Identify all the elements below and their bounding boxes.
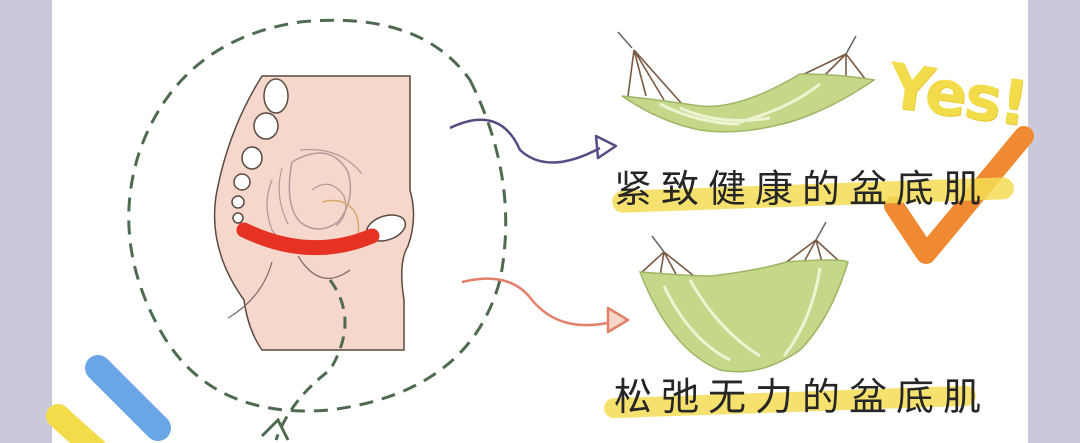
vertebra [263,78,289,114]
arrow-to-healthy [449,118,601,164]
tight-hammock-icon [617,31,876,133]
hammock-rope [651,235,665,253]
hammock-rope [617,31,633,49]
vertebra [233,173,251,191]
leg-line [227,261,273,319]
hammock-rope [845,35,857,55]
tail-arrowhead [260,417,290,441]
organ-outline [288,152,352,230]
leg-line [297,255,351,279]
dashed-tail [274,279,347,441]
yellow-brush-stroke [46,404,106,443]
sagging-hammock-icon [638,221,849,373]
body-silhouette [213,75,415,351]
relaxed-pelvic-floor-label: 松弛无力的盆底肌 [614,375,991,419]
vertebra [241,146,263,170]
hammock-bed [621,73,876,133]
hammock-rope [815,221,827,241]
arrowhead-healthy [594,134,618,160]
vertebra [231,195,245,209]
right-border [1028,0,1080,443]
dashed-circle [127,18,508,413]
organ-outline [311,183,347,227]
pelvis-cross-section-icon [213,75,415,351]
hammock-stripes [662,267,822,362]
hammock-bed [638,259,849,373]
organ-outline [299,148,363,175]
arrowhead-relaxed [606,306,630,334]
hammock-stripes [659,82,821,126]
left-border [0,0,52,443]
vertebra [232,212,244,224]
vertebra [253,112,279,140]
healthy-pelvic-floor-label: 紧致健康的盆底肌 [614,167,991,211]
hammock-strings [641,239,841,279]
arrow-to-relaxed [461,277,613,327]
pelvic-floor-muscle [236,222,380,256]
blue-brush-stroke [85,355,171,441]
organ-outline [278,167,289,225]
hammock-strings [627,49,867,105]
check-mark-icon [884,126,1034,264]
